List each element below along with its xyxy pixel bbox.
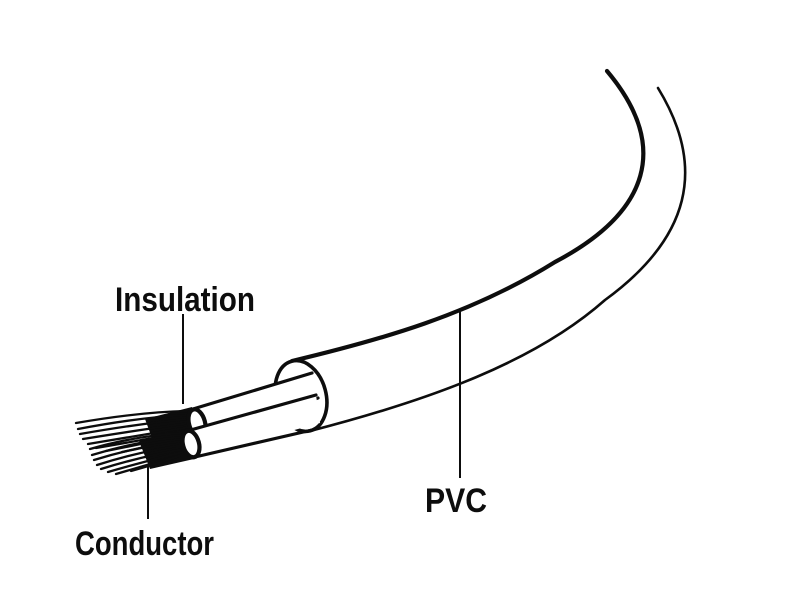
pvc-label: PVC	[425, 482, 487, 520]
wire-lower-bottom-edge	[193, 428, 314, 459]
pvc-jacket-bottom-edge	[308, 86, 687, 433]
pvc-jacket	[273, 68, 687, 434]
wire-upper-top-edge	[191, 371, 314, 411]
pvc-jacket-body	[292, 71, 686, 431]
insulated-wire-lower	[88, 393, 320, 476]
conductor-label: Conductor	[75, 525, 214, 563]
wire-lower-top-edge	[185, 393, 318, 433]
wire-lower-insulation-body	[187, 395, 320, 457]
pvc-jacket-top-edge	[289, 68, 646, 364]
insulation-label: Insulation	[115, 281, 255, 319]
wire-lower-insulation-cap	[180, 428, 202, 460]
conductor-strands-lower	[88, 429, 194, 476]
